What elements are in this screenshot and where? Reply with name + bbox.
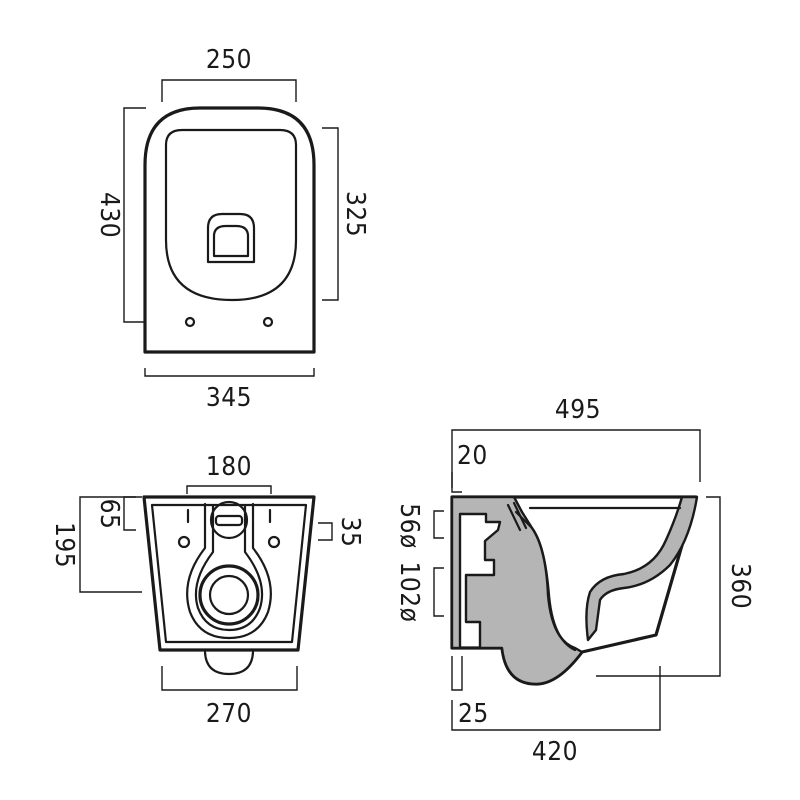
dim-line-base-length	[451, 666, 661, 731]
rear-view-fixing-hole-left	[177, 535, 191, 549]
dim-line-outlet-diameter	[433, 567, 444, 617]
dim-line-projection	[451, 429, 701, 488]
dim-label-height: 360	[725, 563, 755, 609]
dim-label-height-to-fixing: 65	[94, 499, 124, 530]
dim-line-top-offset	[451, 472, 462, 493]
rear-view: 180 65 195 35 270	[49, 452, 365, 729]
top-view: 250 430 325 345	[94, 45, 370, 413]
dim-label-width: 345	[206, 383, 252, 413]
dim-line-inlet-diameter	[433, 510, 444, 539]
dim-line-overall-height	[79, 496, 142, 593]
rear-view-outlet-outer	[198, 564, 260, 626]
rear-view-inner-outline	[150, 503, 308, 644]
dim-label-top-offset: 20	[457, 441, 488, 471]
rear-view-pan-outline	[142, 495, 316, 652]
side-view-inlet-channel	[506, 501, 528, 532]
rear-view-inlet-outer	[209, 500, 249, 540]
dim-label-seat-width: 250	[206, 45, 252, 75]
dim-label-base-width: 270	[206, 699, 252, 729]
dim-line-side-offset	[318, 522, 333, 541]
dim-label-seat-length: 325	[340, 191, 370, 237]
dim-line-base-width	[161, 666, 298, 691]
rear-view-fixing-hole-right	[267, 535, 281, 549]
top-view-fixing-hole-right	[262, 316, 274, 328]
dim-label-fixing-centres: 180	[206, 452, 252, 482]
side-view-bowl-interior	[514, 510, 577, 652]
dim-label-overall-height: 195	[49, 522, 79, 568]
dim-label-side-offset: 35	[335, 517, 365, 548]
dim-label-projection: 495	[555, 395, 601, 425]
side-view-front-rim-section	[585, 495, 699, 642]
dim-label-base-offset: 25	[458, 699, 489, 729]
rear-view-outlet-inner	[208, 574, 250, 616]
rear-view-inlet-slot	[214, 514, 244, 527]
dim-label-outlet-diameter: 102ø	[394, 562, 424, 623]
top-view-fixing-hole-left	[184, 316, 196, 328]
side-view: 495 20 56ø 102ø 360 25 420	[394, 395, 755, 767]
dim-line-height-to-fixing	[123, 496, 136, 531]
top-view-bowl-rim	[164, 128, 298, 302]
dim-line-fixing-centres	[186, 485, 272, 494]
dim-line-seat-width	[161, 79, 297, 102]
dim-line-seat-length	[322, 127, 339, 301]
top-view-flush-outlet	[206, 212, 256, 264]
dim-label-length: 430	[94, 192, 124, 238]
top-view-pan-outline	[143, 106, 316, 354]
dim-line-base-offset	[451, 656, 463, 691]
rear-view-base-bulge	[203, 650, 255, 676]
rear-view-trap-outer	[186, 502, 272, 640]
rear-view-trap-inner	[194, 504, 264, 632]
dim-line-length	[123, 107, 146, 323]
dim-label-base-length: 420	[532, 737, 578, 767]
dim-line-height	[596, 496, 721, 677]
dim-line-width	[144, 368, 315, 377]
dim-label-inlet-diameter: 56ø	[394, 503, 424, 549]
